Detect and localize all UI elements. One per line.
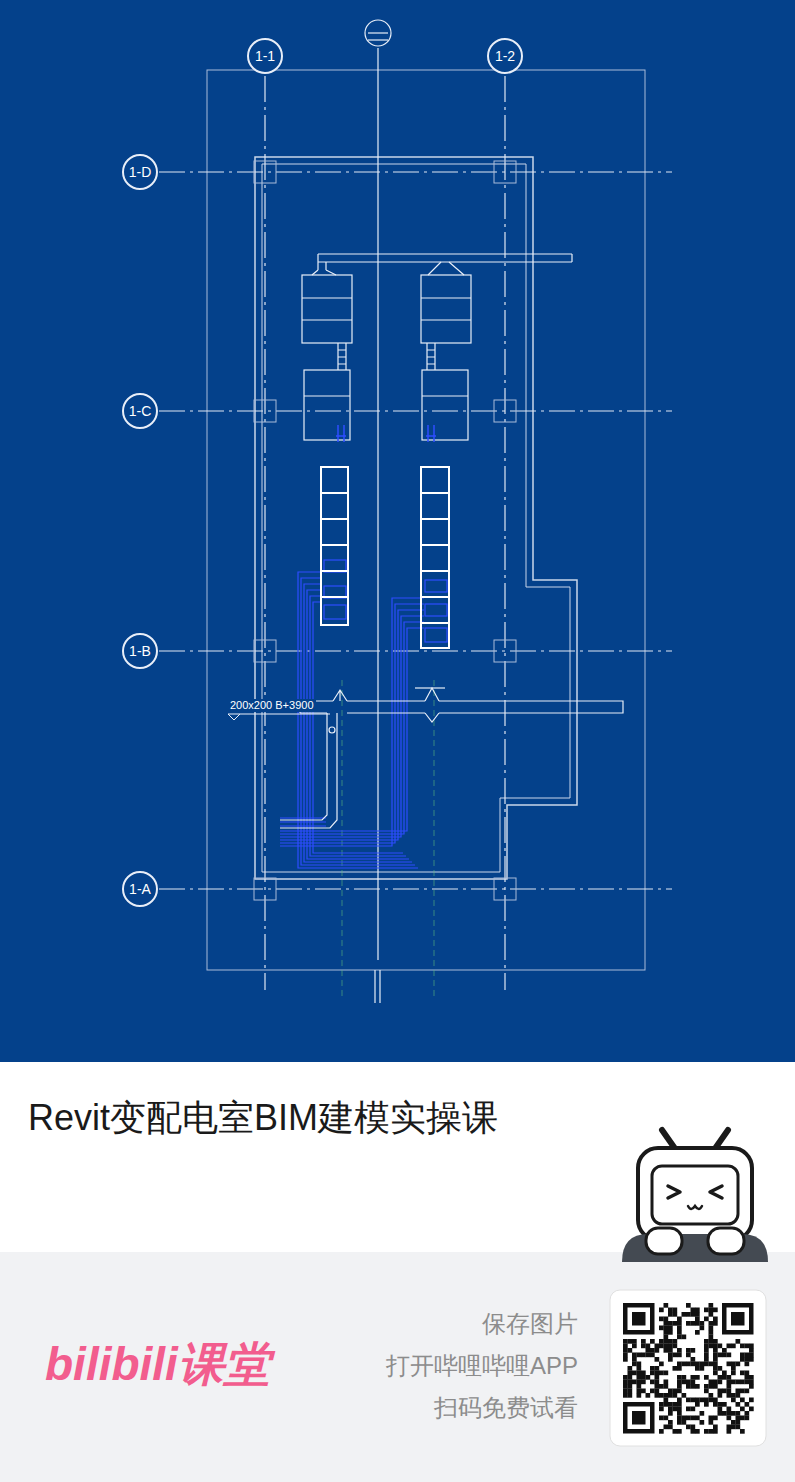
mascot [622,1130,768,1262]
brand-logo: bilibili课堂 [45,1338,270,1391]
title-band [0,1062,795,1252]
grid-bubble: 1-D [122,154,158,190]
blueprint-ground [0,0,795,1062]
grid-bubble: 1-B [122,633,158,669]
grid-label: 1-D [129,165,152,179]
columns [254,161,516,900]
return-duct [280,688,623,828]
grid-bubble: 1-1 [247,38,283,74]
grid-bubble: 1-A [122,871,158,907]
grid-label: 1-B [129,644,151,658]
crop-region [207,70,645,970]
footer-panel [0,1252,795,1482]
hint-text: 保存图片 [482,1310,578,1338]
switchgear [321,467,449,648]
grid-bubble: 1-C [122,393,158,429]
course-title: Revit变配电室BIM建模实操课 [28,1094,498,1143]
leader-line [228,714,330,720]
grid-label: 1-C [129,404,152,418]
grid-label: 1-2 [495,49,515,63]
duct-size-label: 200x200 B+3900 [228,699,316,712]
qr-code [610,1290,766,1446]
wall-outer [255,157,577,879]
plan-drawing [207,70,645,970]
grid-bubble: 1-2 [487,38,523,74]
grid-label: 1-A [129,882,151,896]
air-units [302,275,471,440]
unit-pipes [336,425,436,442]
hint-text: 打开哔哩哔哩APP [386,1352,578,1380]
wall-inner [262,164,570,872]
grid-lines [159,76,672,990]
supply-duct [312,254,572,275]
hint-text: 扫码免费试看 [434,1394,578,1422]
grid-label: 1-1 [255,49,275,63]
